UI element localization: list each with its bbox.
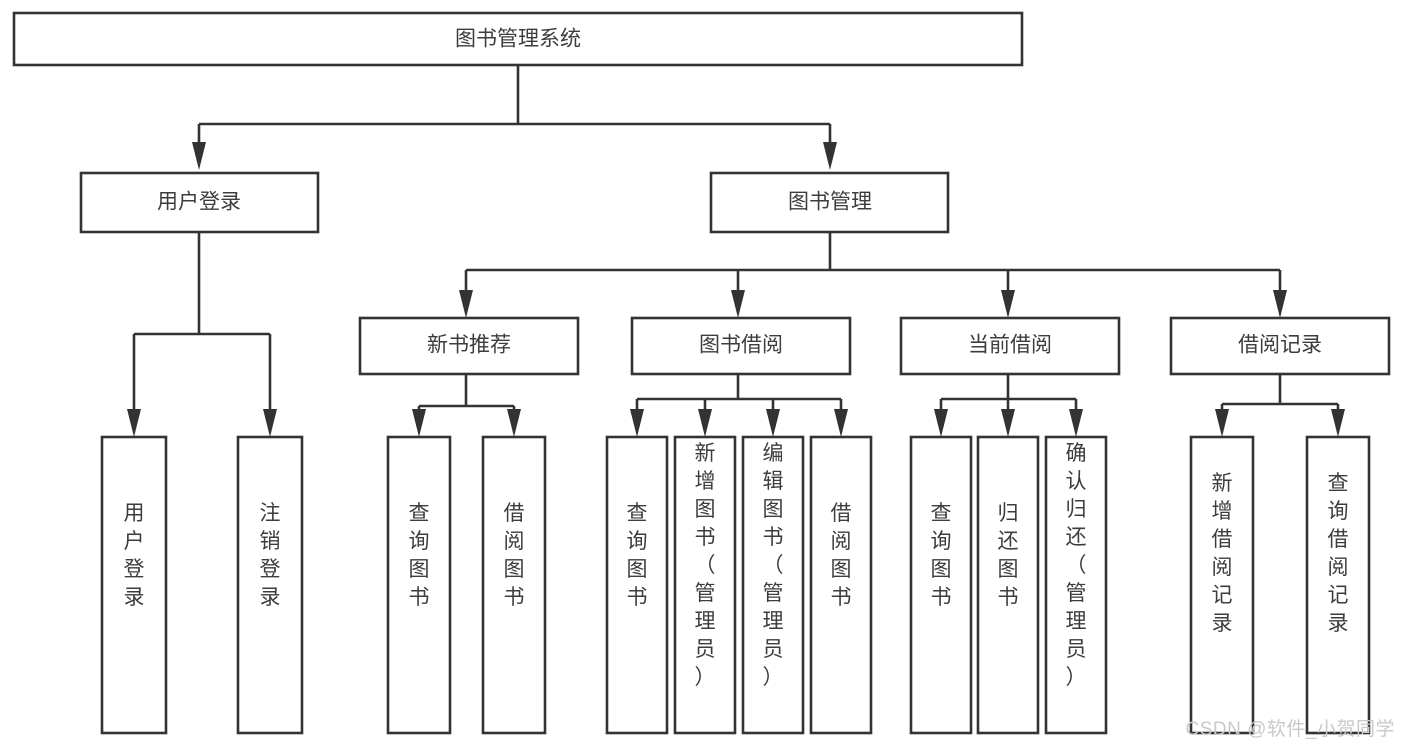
node-leaf-return-book-label: 归还图书 (998, 502, 1019, 609)
arrow-to-leaf-logout-login (263, 409, 277, 437)
arrow-to-leaf-query-record (1331, 409, 1345, 437)
node-leaf-logout-login-label: 注销登录 (260, 502, 281, 609)
node-leaf-query-book-1-label: 查询图书 (409, 502, 430, 609)
node-leaf-borrow-book-2[interactable]: 借阅图书 (809, 435, 873, 735)
arrow-to-leaf-query-book-2 (630, 409, 644, 437)
node-borrow-record-box[interactable] (1169, 316, 1391, 376)
node-leaf-add-record[interactable]: 新增借阅记录 (1189, 435, 1255, 735)
node-leaf-borrow-book-1[interactable]: 借阅图书 (481, 435, 547, 735)
arrow-to-leaf-return-book (1001, 409, 1015, 437)
node-current-borrow-box[interactable] (899, 316, 1121, 376)
node-leaf-edit-book-label: 编辑图书（管理员） (763, 442, 784, 689)
arrow-to-leaf-edit-book (766, 409, 780, 437)
node-leaf-query-book-1[interactable]: 查询图书 (386, 435, 452, 735)
arrow-to-new-book-recommend (459, 290, 473, 318)
node-leaf-logout-login-box[interactable] (236, 435, 304, 735)
node-leaf-query-book-3-box[interactable] (909, 435, 973, 735)
node-leaf-add-record-label: 新增借阅记录 (1212, 472, 1233, 635)
node-leaf-logout-login[interactable]: 注销登录 (236, 435, 304, 735)
node-leaf-edit-book-box[interactable] (741, 435, 805, 735)
node-current-borrow-label: 当前借阅 (968, 334, 1052, 357)
node-leaf-query-book-2-box[interactable] (605, 435, 669, 735)
node-leaf-borrow-book-1-box[interactable] (481, 435, 547, 735)
node-leaf-return-book-box[interactable] (976, 435, 1040, 735)
node-user-login-label: 用户登录 (157, 191, 241, 214)
node-borrow-record[interactable]: 借阅记录 (1169, 316, 1391, 376)
node-leaf-add-record-box[interactable] (1189, 435, 1255, 735)
node-root-label: 图书管理系统 (455, 28, 581, 51)
node-leaf-confirm-return[interactable]: 确认归还（管理员） (1044, 435, 1108, 735)
node-leaf-confirm-return-label: 确认归还（管理员） (1066, 442, 1087, 689)
node-leaf-query-record[interactable]: 查询借阅记录 (1305, 435, 1371, 735)
node-leaf-query-book-2-label: 查询图书 (627, 502, 648, 609)
node-book-manage-label: 图书管理 (788, 191, 872, 214)
edge-group-user-login (127, 232, 277, 437)
node-leaf-query-book-3[interactable]: 查询图书 (909, 435, 973, 735)
node-leaf-query-book-3-label: 查询图书 (931, 502, 952, 609)
node-new-book-recommend-box[interactable] (358, 316, 580, 376)
csdn-watermark: CSDN @软件_小贺同学 (1185, 719, 1395, 740)
node-leaf-borrow-book-2-box[interactable] (809, 435, 873, 735)
edge-group-new-book-recommend (412, 374, 521, 437)
arrow-to-leaf-borrow-book-2 (834, 409, 848, 437)
arrow-to-borrow-record (1273, 290, 1287, 318)
node-borrow-record-label: 借阅记录 (1238, 334, 1322, 357)
node-leaf-borrow-book-1-label: 借阅图书 (504, 502, 525, 609)
arrow-to-leaf-borrow-book-1 (507, 409, 521, 437)
arrow-to-leaf-confirm-return (1069, 409, 1083, 437)
arrow-to-leaf-add-book (698, 409, 712, 437)
node-leaf-add-book-label: 新增图书（管理员） (695, 442, 716, 689)
node-leaf-add-book-box[interactable] (673, 435, 737, 735)
arrow-to-current-borrow (1001, 290, 1015, 318)
arrow-to-book-borrow (731, 290, 745, 318)
node-leaf-edit-book[interactable]: 编辑图书（管理员） (741, 435, 805, 735)
node-new-book-recommend[interactable]: 新书推荐 (358, 316, 580, 376)
arrow-to-leaf-user-login (127, 409, 141, 437)
node-user-login[interactable]: 用户登录 (79, 171, 320, 234)
node-user-login-box[interactable] (79, 171, 320, 234)
node-book-borrow-label: 图书借阅 (699, 334, 783, 357)
arrow-to-leaf-add-record (1215, 409, 1229, 437)
node-current-borrow[interactable]: 当前借阅 (899, 316, 1121, 376)
edge-group-book-borrow (630, 374, 848, 437)
edge-group-book-manage (459, 232, 1287, 318)
node-book-manage[interactable]: 图书管理 (709, 171, 950, 234)
node-book-borrow-box[interactable] (630, 316, 852, 376)
arrow-to-leaf-query-book-1 (412, 409, 426, 437)
node-book-borrow[interactable]: 图书借阅 (630, 316, 852, 376)
node-leaf-query-record-label: 查询借阅记录 (1328, 472, 1349, 635)
node-leaf-user-login-label: 用户登录 (124, 502, 145, 609)
node-leaf-borrow-book-2-label: 借阅图书 (831, 502, 852, 609)
arrow-to-user-login (192, 142, 206, 170)
node-root[interactable]: 图书管理系统 (12, 11, 1024, 67)
node-leaf-return-book[interactable]: 归还图书 (976, 435, 1040, 735)
node-leaf-query-record-box[interactable] (1305, 435, 1371, 735)
arrow-to-leaf-query-book-3 (934, 409, 948, 437)
node-leaf-confirm-return-box[interactable] (1044, 435, 1108, 735)
node-book-manage-box[interactable] (709, 171, 950, 234)
node-new-book-recommend-label: 新书推荐 (427, 334, 511, 357)
edge-group-current-borrow (934, 374, 1083, 437)
node-leaf-query-book-2[interactable]: 查询图书 (605, 435, 669, 735)
edge-group-borrow-record (1215, 374, 1345, 437)
node-leaf-add-book[interactable]: 新增图书（管理员） (673, 435, 737, 735)
arrow-to-book-manage (823, 142, 837, 170)
node-leaf-user-login-box[interactable] (100, 435, 168, 735)
node-leaf-query-book-1-box[interactable] (386, 435, 452, 735)
node-root-box[interactable] (12, 11, 1024, 67)
node-leaf-user-login[interactable]: 用户登录 (100, 435, 168, 735)
edge-group-root (192, 65, 837, 170)
